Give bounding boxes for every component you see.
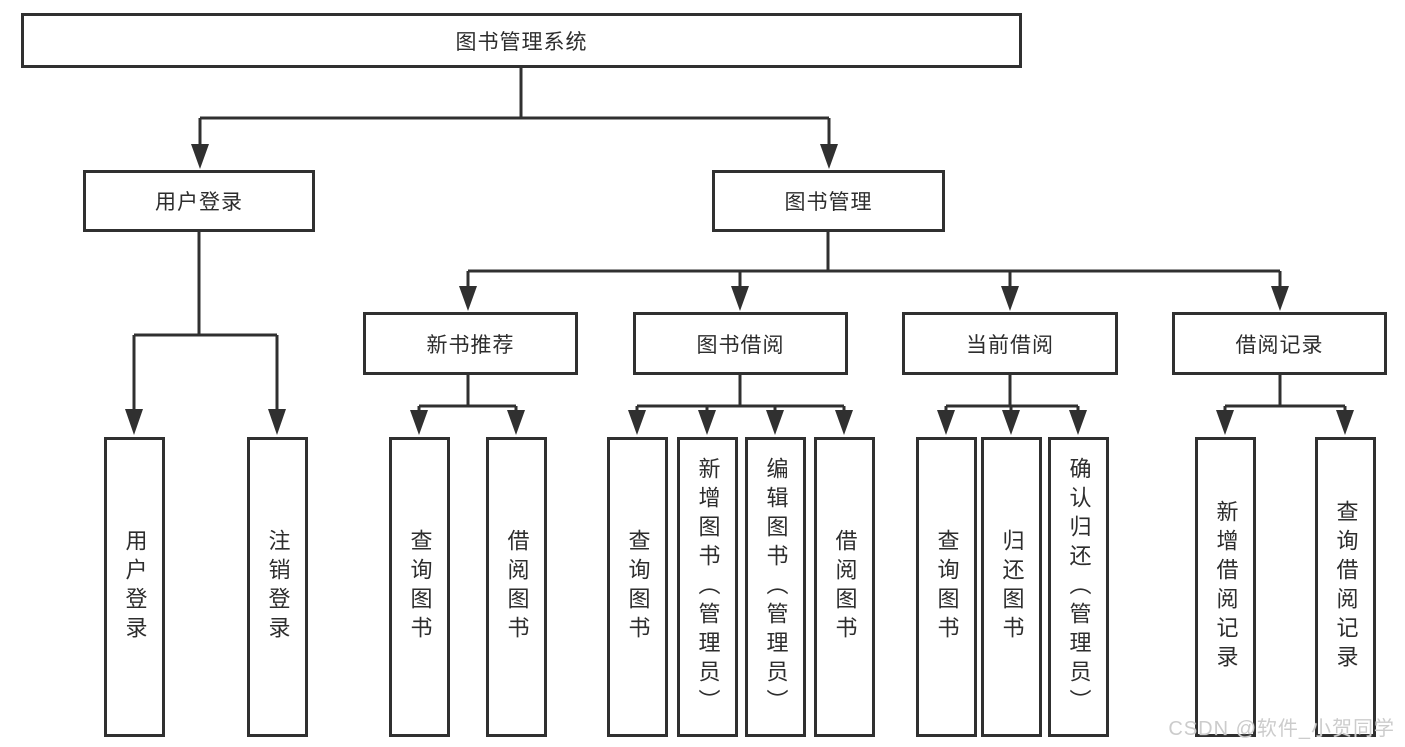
leaf-borrow-books-recommend-label: 借阅图书 (504, 529, 530, 645)
leaf-add-book-admin: 新增图书（管理员） (677, 437, 738, 737)
arrowheads (125, 144, 1354, 435)
leaf-logout-label: 注销登录 (265, 529, 291, 645)
node-book-borrowing: 图书借阅 (633, 312, 848, 375)
node-current-borrowing: 当前借阅 (902, 312, 1118, 375)
leaf-add-borrow-record-label: 新增借阅记录 (1213, 500, 1239, 674)
leaf-query-books-recommend-label: 查询图书 (407, 529, 433, 645)
leaf-edit-book-admin: 编辑图书（管理员） (745, 437, 806, 737)
leaf-user-login: 用户登录 (104, 437, 165, 737)
watermark: CSDN @软件_小贺同学 (1168, 718, 1395, 740)
leaf-borrow-books-borrowing-label: 借阅图书 (832, 529, 858, 645)
leaf-edit-book-admin-label: 编辑图书（管理员） (763, 456, 789, 718)
leaf-query-books-borrowing: 查询图书 (607, 437, 668, 737)
leaf-query-books-current: 查询图书 (916, 437, 977, 737)
leaf-query-books-current-label: 查询图书 (934, 529, 960, 645)
leaf-return-books-label: 归还图书 (999, 529, 1025, 645)
leaf-borrow-books-recommend: 借阅图书 (486, 437, 547, 737)
leaf-add-book-admin-label: 新增图书（管理员） (695, 456, 721, 718)
leaf-query-borrow-record-label: 查询借阅记录 (1333, 500, 1359, 674)
leaf-return-books: 归还图书 (981, 437, 1042, 737)
leaf-add-borrow-record: 新增借阅记录 (1195, 437, 1256, 737)
connector-path (132, 68, 1347, 411)
node-library-management-system: 图书管理系统 (21, 13, 1022, 68)
node-new-book-recommendation: 新书推荐 (363, 312, 578, 375)
leaf-logout: 注销登录 (247, 437, 308, 737)
node-user-login: 用户登录 (83, 170, 315, 232)
leaf-user-login-label: 用户登录 (122, 529, 148, 645)
leaf-confirm-return-admin: 确认归还（管理员） (1048, 437, 1109, 737)
leaf-confirm-return-admin-label: 确认归还（管理员） (1066, 456, 1092, 718)
leaf-query-books-recommend: 查询图书 (389, 437, 450, 737)
leaf-borrow-books-borrowing: 借阅图书 (814, 437, 875, 737)
leaf-query-borrow-record: 查询借阅记录 (1315, 437, 1376, 737)
leaf-query-books-borrowing-label: 查询图书 (625, 529, 651, 645)
node-book-management: 图书管理 (712, 170, 945, 232)
node-borrowing-records: 借阅记录 (1172, 312, 1387, 375)
